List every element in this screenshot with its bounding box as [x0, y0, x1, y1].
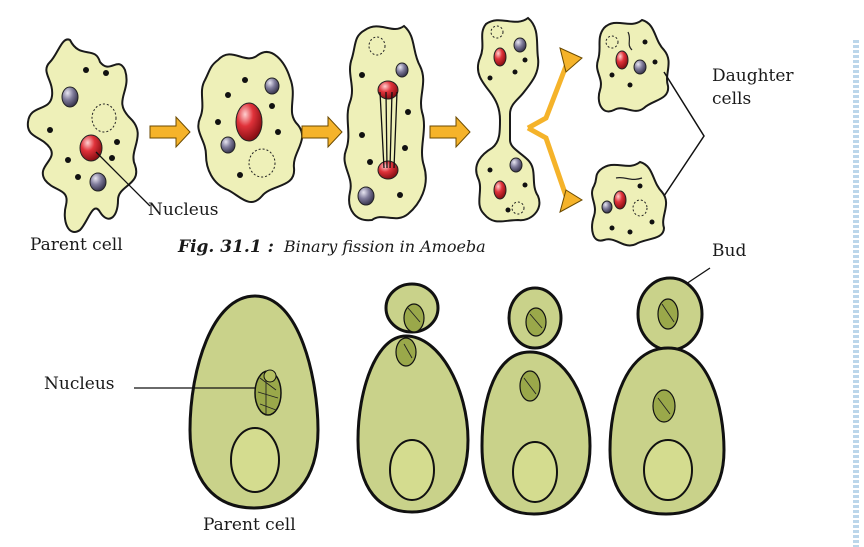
yeast-cell-4	[608, 276, 726, 516]
branch-arrows	[526, 47, 583, 214]
label-daughter-cells-line2: cells	[712, 89, 751, 109]
label-bud: Bud	[712, 241, 746, 261]
label-daughter-cells-line1: Daughter	[712, 66, 794, 86]
bud-pointer-line	[685, 267, 711, 285]
yeast-figure: Bud Nucleus Parent cell	[44, 241, 746, 535]
yeast-cell-3	[480, 286, 592, 516]
daughter-cell-bottom	[591, 160, 667, 247]
amoeba-figure: Nucleus Parent cell Daughter cells Fig. …	[26, 16, 794, 257]
nucleus-pointer-line	[95, 151, 151, 207]
amoeba-stage-3	[343, 24, 427, 222]
caption-text: Binary fission in Amoeba	[283, 237, 486, 256]
label-parent-cell-yeast: Parent cell	[203, 515, 296, 535]
daughter-cell-top	[596, 18, 670, 113]
figure-caption: Fig. 31.1 : Binary fission in Amoeba	[177, 237, 486, 257]
daughter-bracket	[663, 71, 705, 197]
amoeba-stage-4	[475, 16, 541, 223]
amoeba-stage-2	[197, 51, 304, 203]
caption-number: Fig. 31.1 :	[177, 237, 274, 257]
yeast-cell-2	[356, 282, 470, 514]
amoeba-parent-cell	[26, 38, 139, 233]
label-parent-cell-amoeba: Parent cell	[30, 235, 123, 255]
process-arrow-1	[149, 115, 191, 149]
label-nucleus-amoeba: Nucleus	[148, 200, 219, 220]
process-arrow-2	[301, 115, 343, 149]
label-nucleus-yeast: Nucleus	[44, 374, 115, 394]
process-arrow-3	[429, 115, 471, 149]
yeast-parent-cell	[188, 294, 320, 510]
